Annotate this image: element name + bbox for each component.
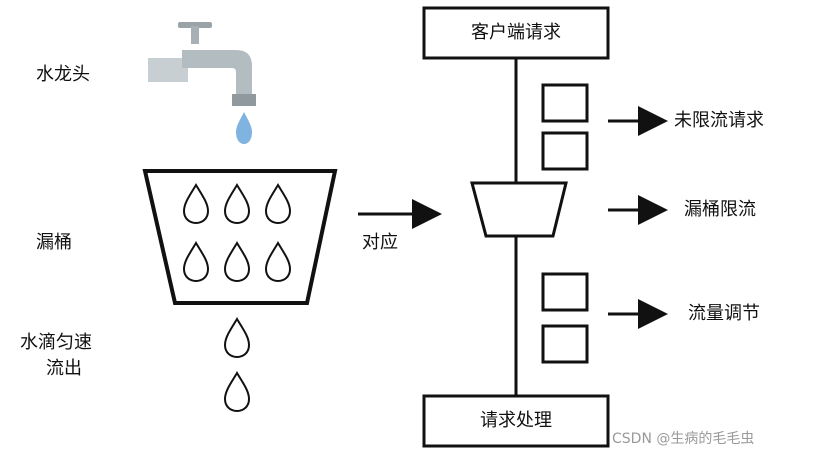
- request-processing-box: [422, 394, 610, 448]
- water-drop-icon: [224, 242, 250, 282]
- watermark: CSDN @生病的毛毛虫: [612, 431, 755, 447]
- water-drop-icon: [265, 184, 291, 224]
- request-block: [541, 83, 589, 123]
- small-leaky-bucket: [470, 181, 568, 238]
- water-drop-icon: [224, 372, 250, 412]
- water-drop-icon: [265, 242, 291, 282]
- faucet-icon: [148, 22, 256, 144]
- water-drop-icon: [183, 242, 209, 282]
- faucet-label: 水龙头: [36, 64, 90, 85]
- water-drop-icon: [224, 184, 250, 224]
- correspond-label: 对应: [362, 232, 398, 253]
- client-request-box: [422, 6, 610, 60]
- water-drop-icon: [224, 318, 250, 358]
- bucket-label: 漏桶: [36, 232, 72, 253]
- bucket-water-drops: [183, 184, 291, 282]
- outflow-drops: [224, 318, 250, 412]
- request-processing-label: 请求处理: [480, 410, 552, 431]
- drip-label-line1: 水滴匀速: [20, 332, 92, 353]
- client-request-label: 客户端请求: [471, 22, 561, 43]
- water-drop-icon: [183, 184, 209, 224]
- leaky-bucket: [142, 169, 338, 305]
- request-block: [541, 131, 589, 171]
- drip-label-line2: 流出: [46, 358, 82, 379]
- request-block: [541, 324, 589, 364]
- unlimited-request-label: 未限流请求: [674, 110, 764, 131]
- request-block: [541, 272, 589, 312]
- traffic-shaping-label: 流量调节: [688, 303, 760, 324]
- leaky-bucket-limit-label: 漏桶限流: [684, 199, 756, 220]
